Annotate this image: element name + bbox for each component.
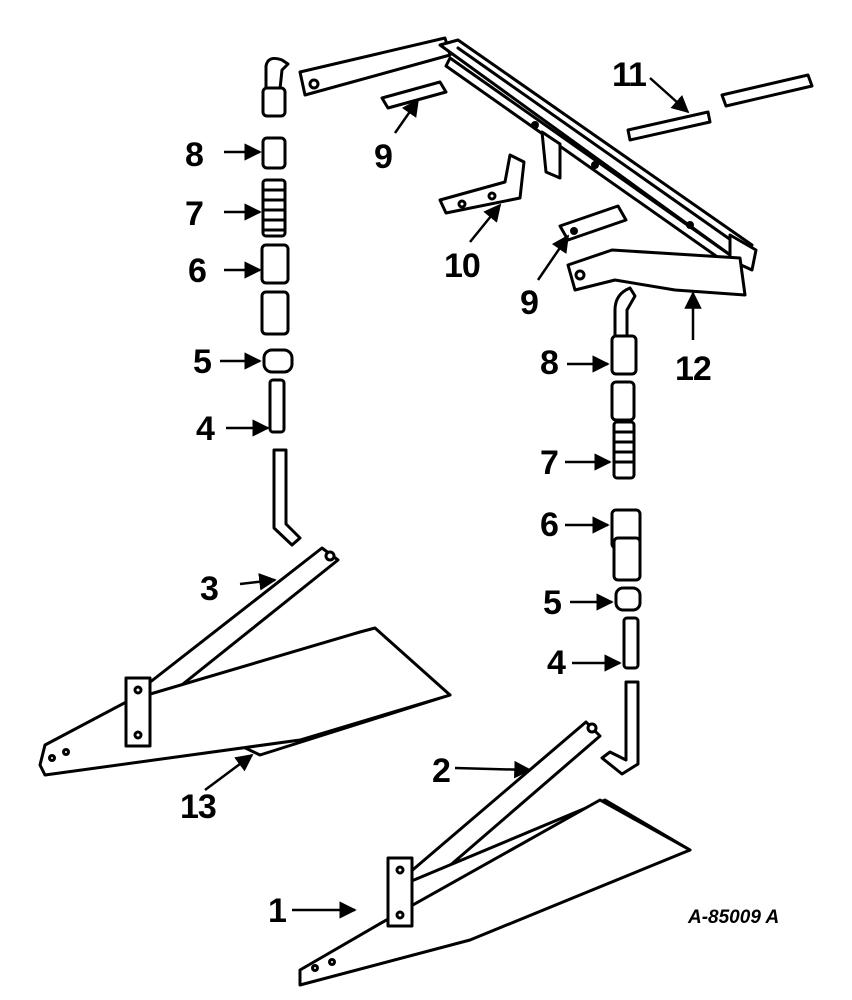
callout-7-left: 7 bbox=[185, 195, 204, 233]
callout-5-right: 5 bbox=[543, 584, 562, 622]
bracket-9-lower bbox=[558, 204, 628, 242]
pin-11-left bbox=[626, 110, 712, 142]
callout-8-left: 8 bbox=[185, 136, 204, 174]
callout-9-lower: 9 bbox=[520, 284, 539, 322]
callout-11: 11 bbox=[612, 56, 647, 94]
callout-9-upper: 9 bbox=[374, 138, 393, 176]
bracket-10 bbox=[438, 153, 526, 215]
callout-8-right: 8 bbox=[540, 344, 559, 382]
callout-13: 13 bbox=[180, 788, 217, 826]
callout-5-left: 5 bbox=[193, 343, 212, 381]
left-shovel bbox=[38, 546, 452, 777]
figure-code: A-85009 A bbox=[688, 907, 780, 928]
callout-1: 1 bbox=[268, 892, 287, 930]
left-rod-stack bbox=[260, 57, 302, 547]
leader-arrows bbox=[204, 77, 702, 919]
right-shovel bbox=[298, 720, 692, 987]
bracket-9-upper bbox=[380, 80, 448, 110]
callout-2: 2 bbox=[432, 752, 451, 790]
callout-10: 10 bbox=[444, 247, 481, 285]
callout-6-left: 6 bbox=[188, 252, 207, 290]
right-rod-stack bbox=[600, 286, 642, 776]
frame-assembly bbox=[298, 36, 758, 297]
callout-4-left: 4 bbox=[196, 410, 215, 448]
callout-12: 12 bbox=[675, 350, 712, 388]
callout-4-right: 4 bbox=[547, 644, 566, 682]
callout-3: 3 bbox=[200, 570, 219, 608]
callout-7-right: 7 bbox=[540, 444, 559, 482]
callout-6-right: 6 bbox=[540, 506, 559, 544]
pin-11-right bbox=[720, 73, 814, 108]
